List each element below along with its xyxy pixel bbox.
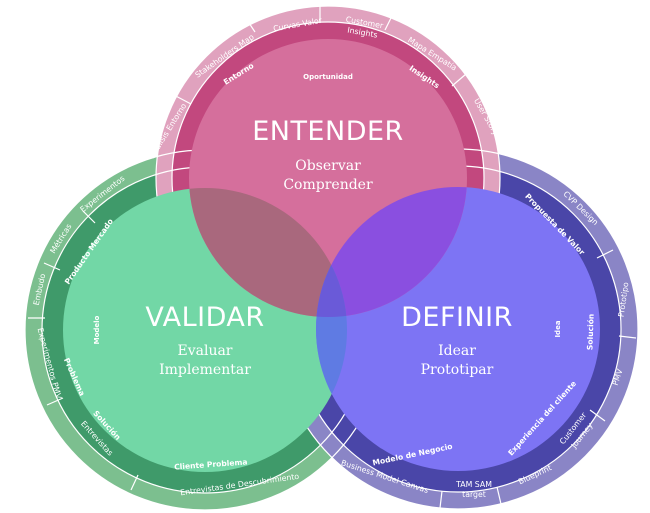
validar-title: VALIDAR	[145, 302, 264, 333]
definir-subtitle-2: Prototipar	[421, 362, 494, 378]
validar-subtitle-1: Evaluar	[177, 343, 232, 359]
validar-subtitle-2: Implementar	[159, 362, 251, 378]
label-oportunidad: Oportunidad	[303, 73, 353, 81]
definir-title: DEFINIR	[401, 302, 513, 333]
label-tam-sam-1: TAM SAM	[455, 480, 492, 489]
entender-subtitle-1: Observar	[295, 158, 361, 174]
label-modelo: Modelo	[93, 315, 101, 344]
entender-subtitle-2: Comprender	[283, 177, 373, 193]
entender-title: ENTENDER	[252, 116, 404, 147]
label-idea: Idea	[554, 320, 562, 337]
label-solucion-definir: Solución	[585, 314, 595, 351]
label-tam-sam-2: target	[462, 490, 486, 499]
definir-subtitle-1: Idear	[438, 343, 476, 359]
overlap-regions	[189, 187, 467, 471]
